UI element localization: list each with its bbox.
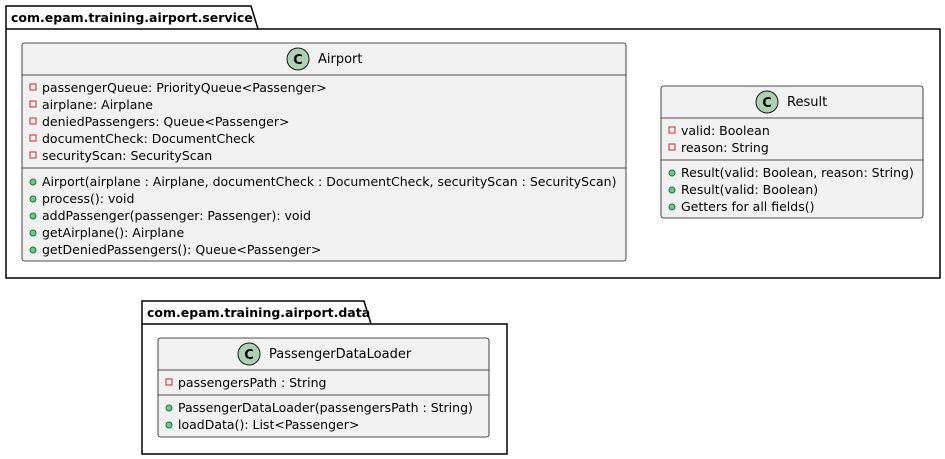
private-marker-icon <box>29 117 37 125</box>
class-name: PassengerDataLoader <box>269 347 412 362</box>
class-stereotype-icon <box>755 90 779 114</box>
class-name: Result <box>787 95 827 110</box>
class-result[interactable]: C Result valid: Boolean reason: String R… <box>660 85 924 219</box>
public-marker-icon <box>165 404 173 412</box>
public-marker-icon <box>668 203 676 211</box>
field-reason: reason: String <box>681 140 769 155</box>
package-frame <box>5 5 941 279</box>
private-marker-icon <box>668 143 676 151</box>
class-stereotype-icon <box>237 342 261 366</box>
method-add-passenger: addPassenger(passenger: Passenger): void <box>42 208 311 223</box>
public-marker-icon <box>29 229 37 237</box>
private-marker-icon <box>165 378 173 386</box>
method-result-one-arg: Result(valid: Boolean) <box>681 182 818 197</box>
class-box <box>21 42 627 262</box>
package-title: com.epam.training.airport.service <box>11 10 253 25</box>
public-marker-icon <box>29 195 37 203</box>
package-title: com.epam.training.airport.data <box>147 305 370 320</box>
class-box <box>157 337 490 438</box>
public-marker-icon <box>29 246 37 254</box>
class-passenger-data-loader[interactable]: C PassengerDataLoader passengersPath : S… <box>157 337 490 438</box>
class-box <box>660 85 924 219</box>
private-marker-icon <box>668 126 676 134</box>
public-marker-icon <box>668 169 676 177</box>
package-service: com.epam.training.airport.service <box>5 5 941 279</box>
class-airport[interactable]: C Airport passengerQueue: PriorityQueue<… <box>21 42 627 262</box>
class-stereotype-icon <box>286 47 310 71</box>
method-constructor: Airport(airplane : Airplane, documentChe… <box>42 174 616 189</box>
field-security-scan: securityScan: SecurityScan <box>42 148 212 163</box>
method-result-two-args: Result(valid: Boolean, reason: String) <box>681 165 914 180</box>
public-marker-icon <box>165 421 173 429</box>
package-frame <box>141 300 508 455</box>
method-getters: Getters for all fields() <box>681 199 814 214</box>
field-airplane: airplane: Airplane <box>42 97 153 112</box>
method-get-airplane: getAirplane(): Airplane <box>42 225 184 240</box>
public-marker-icon <box>29 212 37 220</box>
class-name: Airport <box>318 52 363 67</box>
public-marker-icon <box>668 186 676 194</box>
field-passenger-queue: passengerQueue: PriorityQueue<Passenger> <box>42 80 327 95</box>
field-passengers-path: passengersPath : String <box>178 375 326 390</box>
method-get-denied-passengers: getDeniedPassengers(): Queue<Passenger> <box>42 242 321 257</box>
private-marker-icon <box>29 100 37 108</box>
private-marker-icon <box>29 151 37 159</box>
method-load-data: loadData(): List<Passenger> <box>178 417 359 432</box>
class-stereotype-letter: C <box>244 348 254 363</box>
class-stereotype-letter: C <box>293 53 303 68</box>
field-valid: valid: Boolean <box>681 123 770 138</box>
field-document-check: documentCheck: DocumentCheck <box>42 131 256 146</box>
private-marker-icon <box>29 83 37 91</box>
method-process: process(): void <box>42 191 134 206</box>
public-marker-icon <box>29 178 37 186</box>
private-marker-icon <box>29 134 37 142</box>
method-constructor: PassengerDataLoader(passengersPath : Str… <box>178 400 473 415</box>
class-stereotype-letter: C <box>762 96 772 111</box>
package-data: com.epam.training.airport.data <box>141 300 508 455</box>
field-denied-passengers: deniedPassengers: Queue<Passenger> <box>42 114 289 129</box>
